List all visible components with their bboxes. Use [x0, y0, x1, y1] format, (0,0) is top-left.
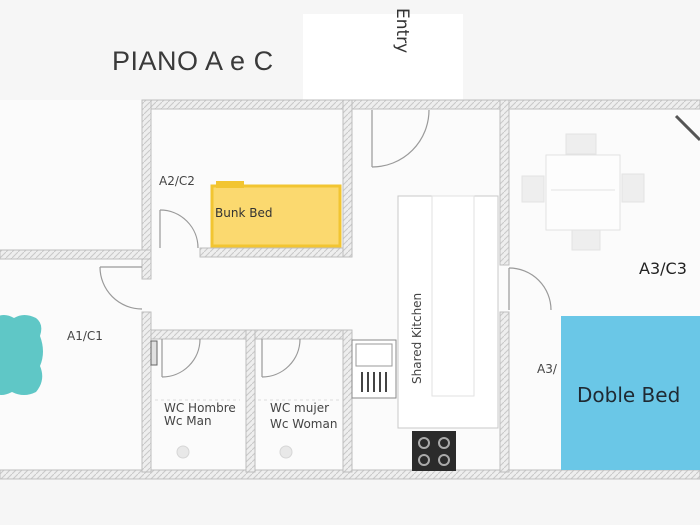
- wc-men-line1: WC Hombre: [164, 401, 236, 415]
- kitchen-label: Shared Kitchen: [410, 292, 424, 384]
- bunk-bed-label: Bunk Bed: [215, 206, 273, 220]
- room-label-a3-partial: A3/: [537, 362, 557, 376]
- kitchen-island: [431, 195, 475, 397]
- bunk-bed-pillow: [216, 181, 244, 188]
- wc-women-line1: WC mujer: [270, 401, 330, 415]
- entry-area: [303, 14, 463, 100]
- stove-icon: [412, 431, 456, 471]
- wc-men-line2: Wc Man: [164, 414, 212, 428]
- room-label-a1c1: A1/C1: [67, 329, 103, 343]
- wc-women-label: WC mujer Wc Woman: [270, 402, 337, 431]
- wc-fixtures: [176, 445, 293, 459]
- bunk-bed: [210, 184, 342, 248]
- teal-bed: [0, 315, 43, 395]
- doors: [99, 109, 552, 378]
- wc-women-line2: Wc Woman: [270, 417, 338, 431]
- wc-men-label: WC Hombre Wc Man: [164, 402, 236, 428]
- room-label-a2c2: A2/C2: [159, 174, 195, 188]
- walls: [0, 99, 700, 480]
- doble-bed: [561, 316, 700, 470]
- page-title: PIANO A e C: [112, 46, 274, 76]
- room-label-a3c3: A3/C3: [639, 259, 687, 278]
- dining-table-icon: [521, 133, 645, 251]
- sink-icon: [351, 339, 397, 399]
- entry-label: Entry: [392, 8, 412, 54]
- radiator-icon: [150, 340, 158, 366]
- doble-bed-label: Doble Bed: [577, 383, 681, 407]
- window-marker: [674, 114, 700, 142]
